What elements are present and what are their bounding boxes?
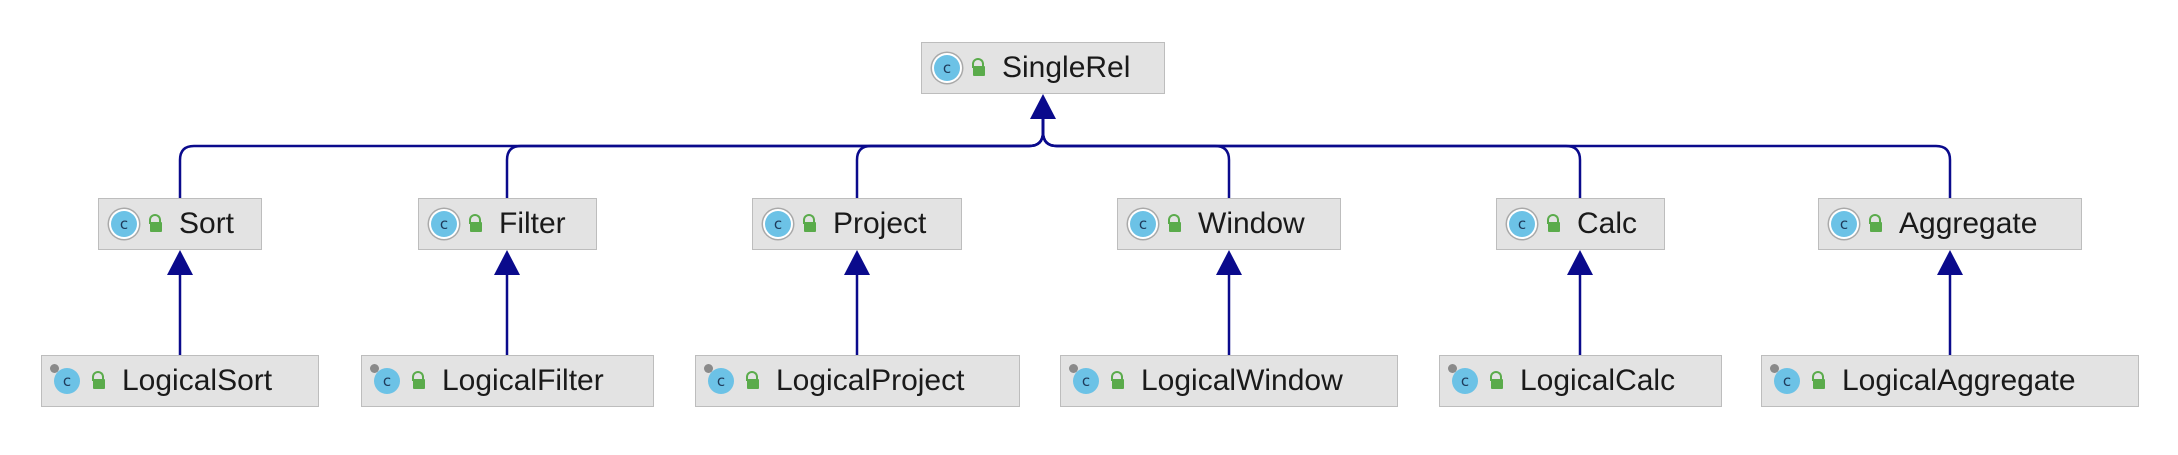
abstract-class-icon: c [765, 211, 791, 237]
public-visibility-icon [1867, 214, 1883, 234]
class-node-logicalproject[interactable]: c LogicalProject [695, 355, 1020, 407]
class-node-aggregate[interactable]: c Aggregate [1818, 198, 2082, 250]
class-label: LogicalAggregate [1842, 364, 2076, 397]
public-visibility-icon [970, 58, 986, 78]
inheritance-edge [505, 119, 1045, 198]
class-label: LogicalWindow [1141, 364, 1343, 397]
class-node-logicalcalc[interactable]: c LogicalCalc [1439, 355, 1722, 407]
public-visibility-icon [744, 371, 760, 391]
abstract-class-icon: c [111, 211, 137, 237]
inheritance-arrowhead [844, 250, 870, 275]
public-visibility-icon [410, 371, 426, 391]
class-label: SingleRel [1002, 51, 1131, 84]
inheritance-arrowhead [494, 250, 520, 275]
inheritance-arrowhead [1937, 250, 1963, 275]
abstract-class-icon: c [431, 211, 457, 237]
class-label: Aggregate [1899, 207, 2038, 240]
class-label: Sort [179, 207, 235, 240]
class-node-logicalfilter[interactable]: c LogicalFilter [361, 355, 654, 407]
inheritance-edge [1041, 119, 1952, 198]
inheritance-arrowhead [1567, 250, 1593, 275]
class-node-project[interactable]: c Project [752, 198, 962, 250]
class-label: LogicalSort [122, 364, 273, 397]
final-class-icon: c [1448, 364, 1478, 394]
final-class-icon: c [370, 364, 400, 394]
final-class-icon: c [1770, 364, 1800, 394]
inheritance-edge [1041, 119, 1582, 198]
abstract-class-icon: c [1831, 211, 1857, 237]
class-node-logicalaggregate[interactable]: c LogicalAggregate [1761, 355, 2139, 407]
class-node-logicalsort[interactable]: c LogicalSort [41, 355, 319, 407]
inheritance-arrowhead [167, 250, 193, 275]
class-label: Calc [1577, 207, 1638, 240]
class-node-logicalwindow[interactable]: c LogicalWindow [1060, 355, 1398, 407]
public-visibility-icon [1545, 214, 1561, 234]
public-visibility-icon [467, 214, 483, 234]
inheritance-edge [855, 119, 1045, 198]
inheritance-arrowhead [1216, 250, 1242, 275]
public-visibility-icon [1810, 371, 1826, 391]
class-node-calc[interactable]: c Calc [1496, 198, 1665, 250]
abstract-class-icon: c [1130, 211, 1156, 237]
class-label: LogicalProject [776, 364, 965, 397]
class-node-sort[interactable]: c Sort [98, 198, 262, 250]
inheritance-arrowhead [1030, 94, 1056, 119]
public-visibility-icon [1166, 214, 1182, 234]
class-node-window[interactable]: c Window [1117, 198, 1341, 250]
class-node-filter[interactable]: c Filter [418, 198, 597, 250]
class-label: Project [833, 207, 927, 240]
abstract-class-icon: c [934, 55, 960, 81]
final-class-icon: c [50, 364, 80, 394]
class-node-singlerel[interactable]: c SingleRel [921, 42, 1165, 94]
class-label: Filter [499, 207, 566, 240]
final-class-icon: c [704, 364, 734, 394]
inheritance-edge [178, 119, 1045, 198]
class-label: LogicalFilter [442, 364, 604, 397]
abstract-class-icon: c [1509, 211, 1535, 237]
public-visibility-icon [801, 214, 817, 234]
final-class-icon: c [1069, 364, 1099, 394]
public-visibility-icon [1109, 371, 1125, 391]
public-visibility-icon [1488, 371, 1504, 391]
inheritance-edge [1041, 119, 1231, 198]
class-label: Window [1198, 207, 1305, 240]
public-visibility-icon [90, 371, 106, 391]
class-label: LogicalCalc [1520, 364, 1676, 397]
public-visibility-icon [147, 214, 163, 234]
